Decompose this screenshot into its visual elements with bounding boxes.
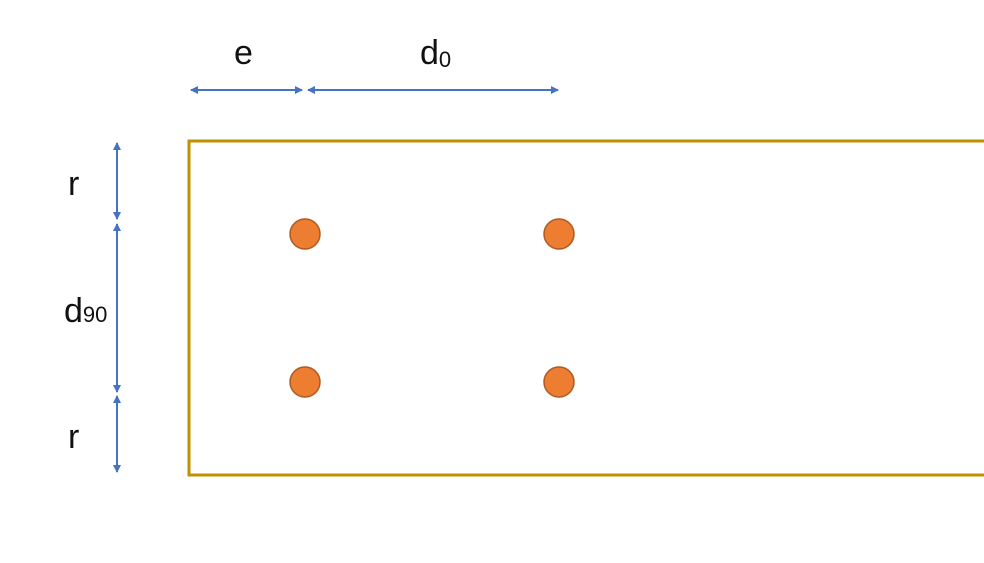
label-d0-subscript: 0: [439, 47, 451, 72]
label-d90: d90: [64, 292, 107, 330]
label-d0: d0: [420, 34, 451, 72]
label-d90-main: d: [64, 292, 83, 330]
bolt-top-left: [289, 218, 321, 250]
plate-outline: [187, 139, 984, 477]
bolt-bottom-left: [289, 366, 321, 398]
label-e: e: [234, 34, 253, 72]
label-d90-subscript: 90: [83, 302, 107, 327]
bolt-bottom-right: [543, 366, 575, 398]
label-r-top: r: [68, 165, 79, 203]
label-r-bottom: r: [68, 418, 79, 456]
label-d0-main: d: [420, 34, 439, 72]
bolt-top-right: [543, 218, 575, 250]
